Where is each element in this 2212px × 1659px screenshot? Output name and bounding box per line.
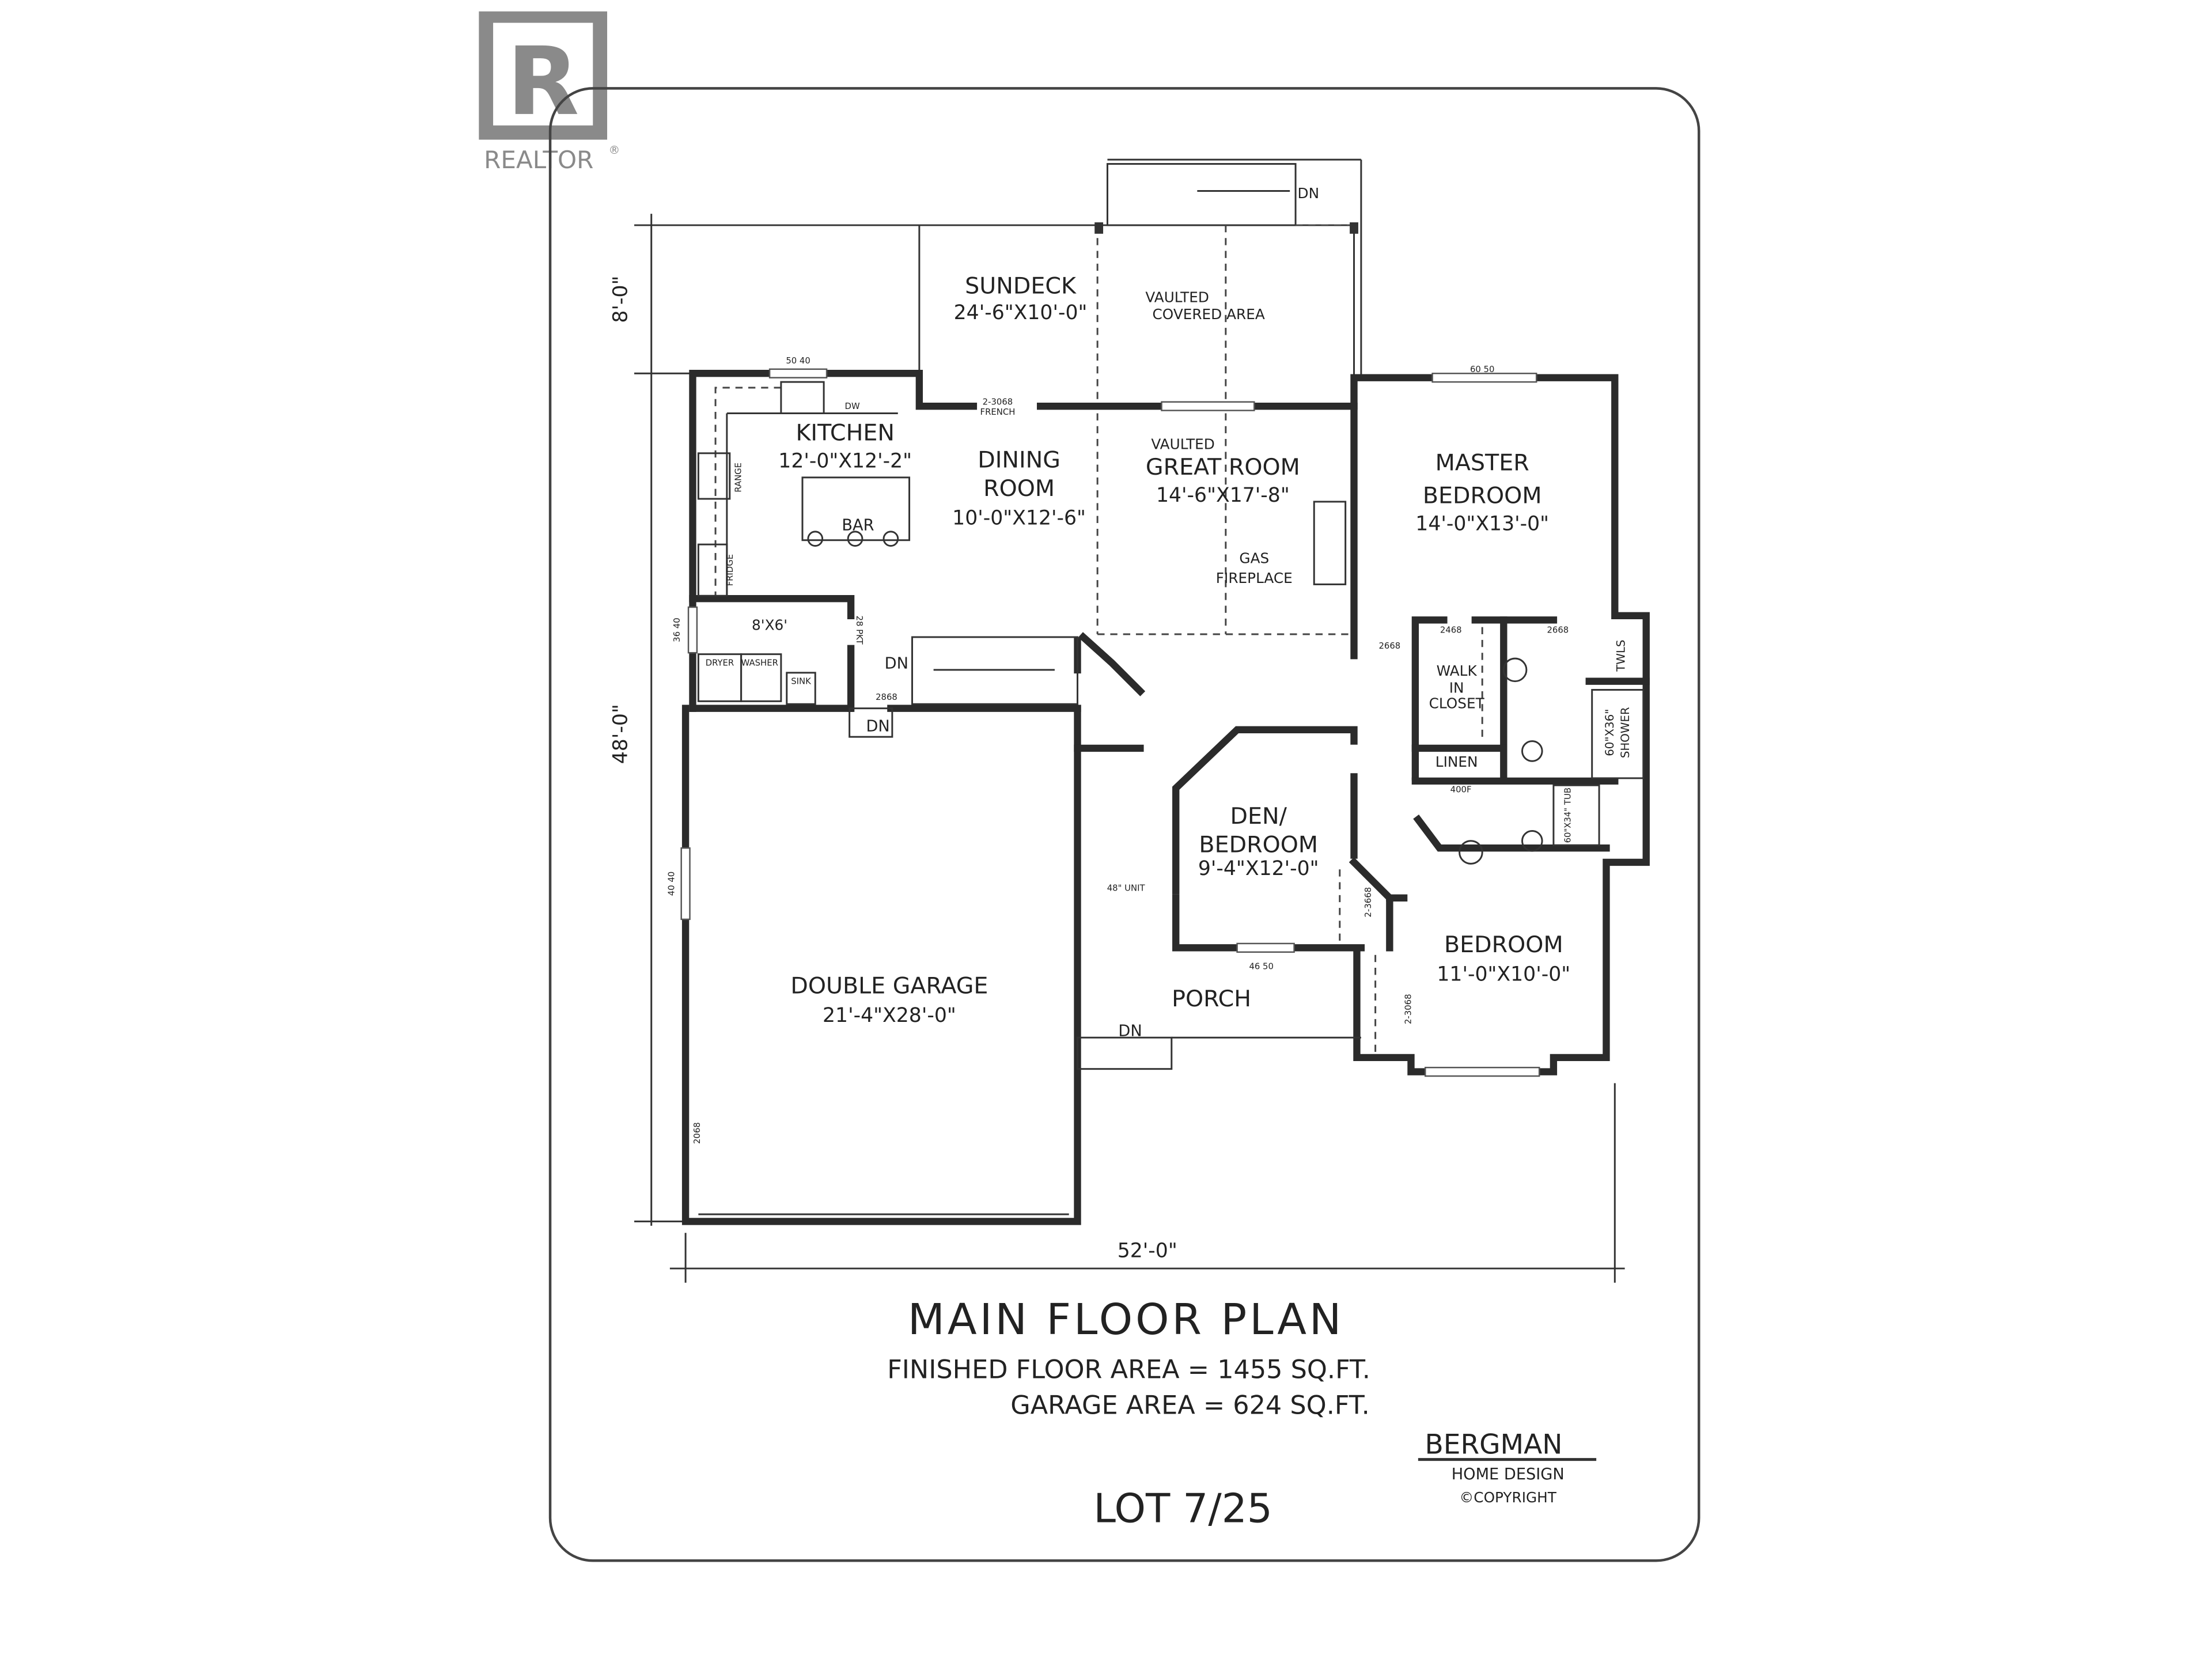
windows: [680, 368, 1540, 1215]
svg-text:50 40: 50 40: [786, 356, 810, 366]
lot-number: LOT 7/25: [1093, 1486, 1272, 1532]
kitchen-label: KITCHEN: [796, 420, 894, 446]
svg-text:60 50: 60 50: [1470, 365, 1494, 374]
svg-text:40 40: 40 40: [666, 872, 676, 896]
dimension-lines: [634, 214, 1625, 1283]
svg-text:24'-6"X10'-0": 24'-6"X10'-0": [954, 301, 1088, 324]
plan-title: MAIN FLOOR PLAN: [908, 1294, 1344, 1344]
svg-text:DN: DN: [866, 717, 889, 735]
svg-text:BEDROOM: BEDROOM: [1423, 482, 1542, 509]
designer-stamp: BERGMAN HOME DESIGN ©COPYRIGHT: [1418, 1429, 1597, 1506]
dim-top-depth: 8'-0": [609, 276, 632, 323]
small-annotations: 50 40 DW RANGE FRIDGE 2-3068 FRENCH 60 5…: [666, 356, 1573, 1144]
realtor-logo: R REALTOR ®: [479, 11, 620, 174]
bedroom-label: BEDROOM: [1444, 931, 1563, 958]
svg-text:60"X34" TUB: 60"X34" TUB: [1563, 787, 1573, 843]
dining-label: DINING: [978, 447, 1060, 474]
svg-text:WALK: WALK: [1437, 662, 1478, 679]
sundeck-label: SUNDECK: [965, 273, 1077, 300]
svg-text:FRENCH: FRENCH: [980, 407, 1016, 417]
svg-text:2468: 2468: [1440, 626, 1462, 635]
svg-text:CLOSET: CLOSET: [1429, 695, 1485, 712]
logo-text: REALTOR: [484, 146, 593, 174]
svg-text:8'X6': 8'X6': [752, 617, 787, 634]
master-bedroom-label: MASTER: [1435, 449, 1529, 476]
svg-text:14'-0"X13'-0": 14'-0"X13'-0": [1415, 512, 1549, 535]
svg-text:400F: 400F: [1450, 785, 1472, 795]
svg-text:DN: DN: [885, 654, 908, 672]
svg-text:48" UNIT: 48" UNIT: [1107, 883, 1146, 893]
svg-text:DRYER: DRYER: [706, 658, 734, 668]
svg-text:2-3068: 2-3068: [983, 397, 1013, 407]
svg-text:DN: DN: [1118, 1022, 1142, 1040]
den-label: DEN/: [1230, 803, 1287, 830]
svg-text:BERGMAN: BERGMAN: [1425, 1429, 1563, 1461]
fixtures: [697, 381, 1645, 1070]
svg-text:2-3068: 2-3068: [1403, 994, 1413, 1024]
garage-area: GARAGE AREA = 624 SQ.FT.: [1010, 1390, 1370, 1420]
svg-text:60"X36": 60"X36": [1603, 709, 1616, 756]
stair-dn-label: DN: [1298, 185, 1320, 202]
svg-text:21'-4"X28'-0": 21'-4"X28'-0": [823, 1004, 956, 1027]
dim-left-depth: 48'-0": [609, 704, 632, 764]
svg-text:14'-6"X17'-8": 14'-6"X17'-8": [1156, 484, 1290, 507]
svg-text:LINEN: LINEN: [1435, 753, 1478, 770]
svg-text:GAS: GAS: [1239, 550, 1269, 566]
svg-text:SHOWER: SHOWER: [1619, 707, 1632, 758]
svg-text:DW: DW: [845, 402, 860, 411]
svg-text:VAULTED: VAULTED: [1145, 289, 1209, 306]
svg-text:12'-0"X12'-2": 12'-0"X12'-2": [778, 450, 912, 473]
svg-text:2068: 2068: [692, 1122, 702, 1144]
svg-text:FRIDGE: FRIDGE: [725, 554, 735, 586]
sundeck: [918, 158, 1362, 407]
svg-text:ROOM: ROOM: [983, 475, 1055, 502]
svg-text:10'-0"X12'-6": 10'-0"X12'-6": [952, 507, 1086, 530]
svg-text:FIREPLACE: FIREPLACE: [1216, 570, 1293, 586]
svg-text:®: ®: [609, 143, 620, 157]
svg-text:2-3668: 2-3668: [1363, 887, 1373, 918]
garage-label: DOUBLE GARAGE: [790, 973, 988, 999]
svg-text:9'-4"X12'-0": 9'-4"X12'-0": [1198, 857, 1319, 880]
finished-area: FINISHED FLOOR AREA = 1455 SQ.FT.: [887, 1355, 1370, 1385]
svg-text:BAR: BAR: [842, 516, 874, 534]
great-room-label: GREAT ROOM: [1146, 454, 1300, 480]
svg-text:HOME DESIGN: HOME DESIGN: [1452, 1465, 1565, 1483]
porch-label: PORCH: [1172, 986, 1251, 1012]
dim-width: 52'-0": [1118, 1239, 1177, 1262]
svg-text:COVERED AREA: COVERED AREA: [1153, 306, 1265, 323]
svg-text:28 PKT: 28 PKT: [854, 616, 864, 645]
svg-text:2668: 2668: [1378, 641, 1400, 651]
svg-text:BEDROOM: BEDROOM: [1199, 832, 1318, 858]
svg-text:IN: IN: [1449, 679, 1464, 696]
svg-text:11'-0"X10'-0": 11'-0"X10'-0": [1437, 963, 1570, 986]
svg-text:36 40: 36 40: [672, 618, 682, 642]
room-labels: SUNDECK 24'-6"X10'-0" VAULTED COVERED AR…: [706, 273, 1632, 1040]
sheet-border: [548, 87, 1700, 1562]
svg-text:RANGE: RANGE: [734, 463, 744, 493]
svg-text:WASHER: WASHER: [741, 658, 778, 668]
logo-letter: R: [507, 26, 579, 137]
svg-text:2668: 2668: [1547, 626, 1569, 635]
svg-text:TWLS: TWLS: [1615, 640, 1628, 672]
svg-text:46 50: 46 50: [1249, 961, 1273, 971]
walls: [681, 370, 1650, 1225]
svg-text:©COPYRIGHT: ©COPYRIGHT: [1460, 1489, 1557, 1506]
svg-text:VAULTED: VAULTED: [1151, 435, 1215, 452]
svg-text:SINK: SINK: [791, 677, 812, 687]
svg-text:2868: 2868: [876, 692, 897, 702]
